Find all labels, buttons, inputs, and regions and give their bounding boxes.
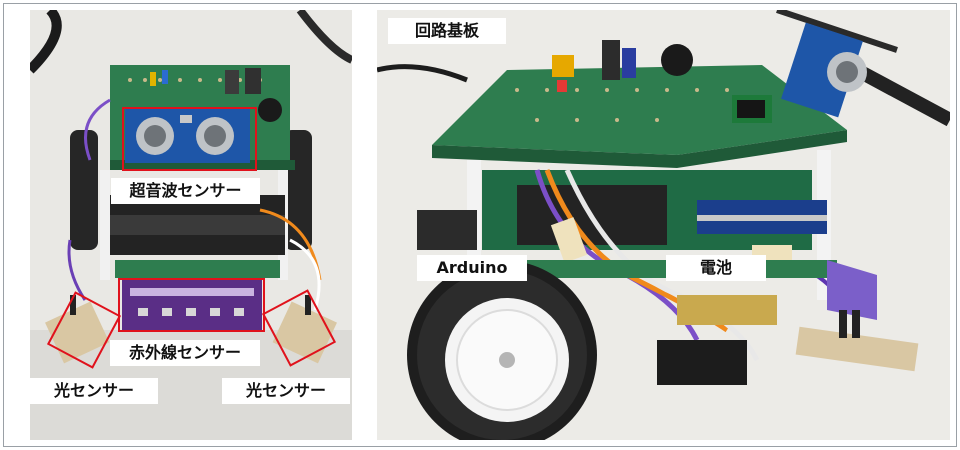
robot-side-photo <box>377 10 950 440</box>
circuit-board-label: 回路基板 <box>388 18 506 44</box>
light-sensor-right-label: 光センサー <box>222 378 350 404</box>
robot-front-photo <box>30 10 352 440</box>
ultrasonic-sensor-label: 超音波センサー <box>111 178 260 204</box>
arduino-label: Arduino <box>417 255 527 281</box>
infrared-sensor-label: 赤外線センサー <box>110 340 260 366</box>
infrared-highlight-box <box>118 278 265 332</box>
battery-label: 電池 <box>666 255 766 281</box>
ultrasonic-highlight-box <box>122 107 257 171</box>
light-sensor-left-label: 光センサー <box>30 378 158 404</box>
